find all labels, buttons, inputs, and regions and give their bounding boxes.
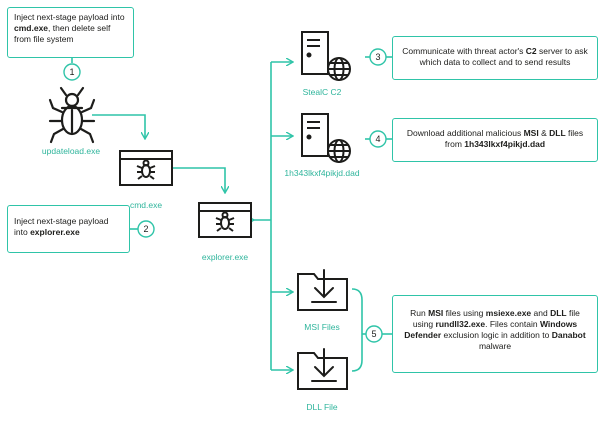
step-5-description: Run MSI files using msiexe.exe and DLL f… — [392, 295, 598, 373]
cmd-label: cmd.exe — [129, 200, 163, 210]
step-1-badge: 1 — [63, 63, 81, 81]
emphasis-text: MSI — [428, 308, 444, 318]
step-2-number: 2 — [143, 224, 148, 234]
step-2-description: Inject next-stage payload into explorer.… — [7, 205, 130, 253]
emphasis-text: MSI — [523, 128, 539, 138]
arrow-cmd-to-explorer — [172, 167, 225, 192]
step-2-badge: 2 — [137, 220, 155, 238]
terminal-window-icon — [198, 202, 252, 238]
emphasis-text: Windows Defender — [404, 319, 578, 340]
bug-icon — [48, 86, 96, 144]
terminal-window-icon — [119, 150, 173, 186]
step-1-number: 1 — [69, 67, 74, 77]
folder-download-icon — [297, 348, 348, 390]
emphasis-text: Danabot — [551, 330, 586, 340]
body-text: exclusion logic in addition to — [441, 330, 552, 340]
body-text: , then delete self from file system — [14, 23, 111, 44]
step-5-number: 5 — [371, 329, 376, 339]
dll-label: DLL File — [306, 402, 338, 412]
emphasis-text: 1h343lkxf4pikjd.dad — [464, 139, 546, 149]
emphasis-text: msiexe.exe — [485, 308, 532, 318]
emphasis-text: cmd.exe — [14, 23, 49, 33]
domain-label: 1h343lkxf4pikjd.dad — [284, 168, 360, 178]
step-3-badge: 3 — [369, 48, 387, 66]
bracket-msi-dll — [351, 288, 363, 372]
body-text: Communicate with threat actor's — [402, 46, 526, 56]
body-text: Run — [410, 308, 429, 318]
arrow-updateload-to-cmd — [92, 114, 145, 138]
body-text: Download additional malicious — [406, 128, 524, 138]
body-text: Inject next-stage payload into — [14, 216, 109, 237]
step-4-text: Download additional malicious MSI & DLL … — [407, 128, 583, 149]
step-3-description: Communicate with threat actor's C2 serve… — [392, 36, 598, 80]
server-globe-icon — [301, 113, 351, 163]
body-text: server to ask which data to collect and … — [419, 46, 588, 67]
emphasis-text: DLL — [550, 308, 567, 318]
step-3-text: Communicate with threat actor's C2 serve… — [402, 46, 587, 67]
body-text: files from — [444, 128, 584, 149]
step-2-text: Inject next-stage payload into explorer.… — [14, 216, 109, 237]
body-text: & — [538, 128, 550, 138]
server-globe-icon — [301, 31, 351, 81]
body-text: Inject next-stage payload into — [14, 12, 125, 22]
updateload-label: updateload.exe — [41, 146, 101, 156]
step-3-number: 3 — [375, 52, 380, 62]
body-text: files using — [443, 308, 486, 318]
step-1-text: Inject next-stage payload into cmd.exe, … — [14, 12, 125, 44]
explorer-label: explorer.exe — [201, 252, 249, 262]
emphasis-text: rundll32.exe — [435, 319, 486, 329]
stealc-label: StealC C2 — [302, 87, 342, 97]
step-4-badge: 4 — [369, 130, 387, 148]
body-text: and — [531, 308, 551, 318]
step-5-text: Run MSI files using msiexe.exe and DLL f… — [404, 308, 585, 351]
body-text: file using — [412, 308, 580, 329]
step-1-description: Inject next-stage payload into cmd.exe, … — [7, 7, 134, 58]
body-text: malware — [478, 341, 512, 351]
emphasis-text: C2 — [525, 46, 537, 56]
msi-label: MSI Files — [304, 322, 340, 332]
emphasis-text: DLL — [549, 128, 566, 138]
step-4-description: Download additional malicious MSI & DLL … — [392, 118, 598, 162]
step-5-badge: 5 — [365, 325, 383, 343]
emphasis-text: explorer.exe — [30, 227, 80, 237]
folder-download-icon — [297, 269, 348, 311]
step-4-number: 4 — [375, 134, 380, 144]
body-text: . Files contain — [485, 319, 540, 329]
